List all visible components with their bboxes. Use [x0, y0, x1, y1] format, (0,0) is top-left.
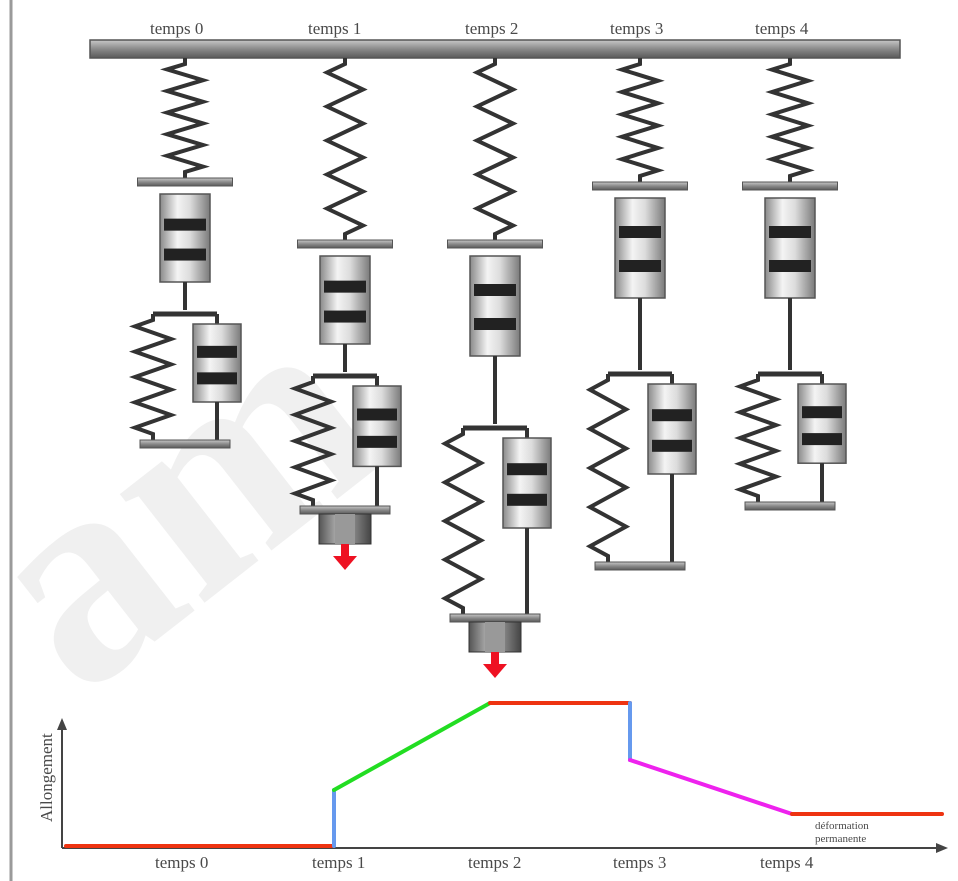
kelvin-dashpot	[352, 385, 402, 468]
maxwell-dashpot	[469, 255, 521, 357]
upper-plate	[297, 239, 393, 249]
upper-plate	[137, 177, 233, 187]
upper-plate	[447, 239, 543, 249]
dashpot-cylinder	[469, 255, 521, 357]
dashpot-cylinder	[764, 197, 816, 299]
bottom-label-4: temps 4	[760, 853, 814, 872]
ceiling-bar	[89, 39, 901, 59]
dashpot-piston	[802, 406, 842, 419]
dashpot-piston	[507, 463, 547, 476]
kelvin-spring	[585, 374, 631, 562]
maxwell-spring	[472, 58, 518, 240]
dashpot-band	[802, 433, 842, 446]
load-weight	[318, 513, 372, 570]
top-label-3: temps 3	[610, 19, 663, 38]
weight-core	[335, 514, 355, 544]
dashpot-cylinder	[352, 385, 402, 468]
maxwell-dashpot	[159, 193, 211, 283]
dashpot-piston	[324, 280, 366, 293]
lower-plate	[139, 439, 231, 449]
y-axis-label: Allongement	[37, 733, 56, 822]
maxwell-spring	[615, 58, 665, 182]
kelvin-dashpot	[502, 437, 552, 529]
dashpot-band	[474, 318, 516, 330]
segment-delayed-recovery	[628, 758, 794, 816]
top-label-1: temps 1	[308, 19, 361, 38]
dashpot-piston	[769, 226, 811, 238]
top-label-2: temps 2	[465, 19, 518, 38]
model-1	[289, 58, 402, 570]
dashpot-cylinder	[319, 255, 371, 345]
upper-plate	[592, 181, 688, 191]
dashpot-band	[164, 248, 206, 261]
dashpot-cylinder	[647, 383, 697, 475]
dashpot-piston	[197, 345, 237, 358]
dashpot-cylinder	[159, 193, 211, 283]
dashpot-cylinder	[192, 323, 242, 403]
load-arrow-shaft	[341, 544, 349, 558]
lower-plate	[594, 561, 686, 571]
top-labels: temps 0 temps 1 temps 2 temps 3 temps 4	[150, 19, 809, 38]
lower-plate	[299, 505, 391, 515]
top-label-4: temps 4	[755, 19, 809, 38]
kelvin-spring	[289, 376, 337, 506]
dashpot-band	[324, 310, 366, 323]
dashpot-piston	[652, 409, 692, 422]
dashpot-band	[619, 260, 661, 272]
lower-plate	[449, 613, 541, 623]
maxwell-spring	[765, 58, 815, 182]
dashpot-band	[507, 493, 547, 506]
model-4	[734, 58, 847, 511]
maxwell-spring	[322, 58, 368, 240]
dashpot-cylinder	[614, 197, 666, 299]
dashpot-piston	[619, 226, 661, 238]
dashpot-band	[357, 435, 397, 448]
bottom-label-2: temps 2	[468, 853, 521, 872]
kelvin-spring	[734, 374, 782, 502]
bottom-label-0: temps 0	[155, 853, 208, 872]
burgers-models	[128, 58, 847, 678]
model-3	[585, 58, 697, 571]
dashpot-piston	[474, 284, 516, 296]
segment-creep	[332, 701, 492, 792]
lower-plate	[744, 501, 836, 511]
elongation-graph: Allongement déformation permanente temps…	[37, 701, 948, 872]
x-axis-arrow	[936, 843, 948, 853]
dashpot-band	[769, 260, 811, 272]
load-arrow-head	[333, 556, 357, 570]
weight-core	[485, 622, 505, 652]
maxwell-dashpot	[764, 197, 816, 299]
kelvin-dashpot	[192, 323, 242, 403]
load-arrow-head	[483, 664, 507, 678]
maxwell-dashpot	[614, 197, 666, 299]
note-line-2: permanente	[815, 833, 866, 845]
y-axis-arrow	[57, 718, 67, 730]
kelvin-dashpot	[647, 383, 697, 475]
dashpot-cylinder	[797, 383, 847, 464]
maxwell-spring	[160, 58, 210, 178]
maxwell-dashpot	[319, 255, 371, 345]
kelvin-dashpot	[797, 383, 847, 464]
dashpot-piston	[357, 408, 397, 421]
dashpot-cylinder	[502, 437, 552, 529]
kelvin-spring	[128, 314, 178, 440]
model-0	[128, 58, 242, 449]
bottom-label-1: temps 1	[312, 853, 365, 872]
load-weight	[468, 621, 522, 678]
dashpot-band	[652, 439, 692, 452]
elongation-curve	[64, 701, 944, 848]
note-line-1: déformation	[815, 820, 869, 832]
model-2	[440, 58, 552, 678]
dashpot-band	[197, 372, 237, 385]
bottom-label-3: temps 3	[613, 853, 666, 872]
upper-plate	[742, 181, 838, 191]
top-label-0: temps 0	[150, 19, 203, 38]
kelvin-spring	[440, 428, 486, 614]
dashpot-piston	[164, 218, 206, 231]
load-arrow-shaft	[491, 652, 499, 666]
